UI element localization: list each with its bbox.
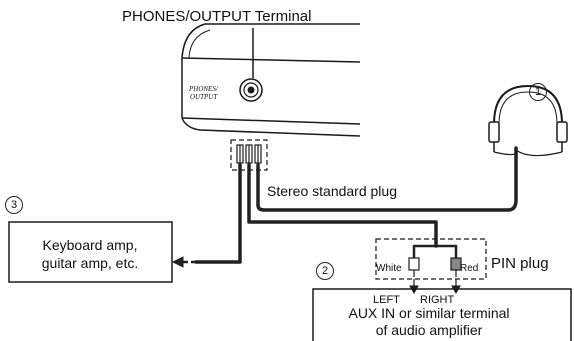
keyboard-amp-box bbox=[8, 221, 173, 283]
keyboard-amp-label-line1: Keyboard amp, bbox=[42, 237, 138, 253]
audio-amplifier-box bbox=[312, 288, 572, 341]
aux-label-line2: of audio amplifier bbox=[375, 322, 483, 338]
callout-number-1: 1 bbox=[529, 83, 547, 101]
phones-jack bbox=[239, 78, 263, 102]
stereo-plug-label: Stereo standard plug bbox=[267, 183, 397, 199]
red-label: Red bbox=[460, 263, 479, 274]
left-channel-label: LEFT bbox=[373, 294, 400, 306]
channel-arrows bbox=[409, 279, 461, 295]
panel-label-output: OUTPUT bbox=[190, 93, 218, 101]
right-channel-label: RIGHT bbox=[420, 294, 455, 306]
panel-label-phones: PHONES/ bbox=[189, 85, 218, 93]
callout-number-2: 2 bbox=[316, 262, 334, 280]
headphones bbox=[488, 84, 568, 157]
pin-plug-label: PIN plug bbox=[491, 255, 549, 272]
pin-plug-box bbox=[375, 238, 487, 280]
callout-number-3: 3 bbox=[5, 196, 23, 214]
white-label: White bbox=[376, 263, 402, 274]
aux-label-line1: AUX IN or similar terminal bbox=[348, 305, 510, 321]
phones-output-terminal-title: PHONES/OUTPUT Terminal bbox=[122, 8, 312, 25]
stereo-plugs bbox=[236, 144, 262, 164]
pin-plugs bbox=[408, 257, 462, 277]
keyboard-amp-label-line2: guitar amp, etc. bbox=[41, 255, 139, 271]
amp-arrow bbox=[171, 256, 196, 268]
cables bbox=[194, 146, 518, 264]
keyboard-body bbox=[181, 23, 361, 137]
